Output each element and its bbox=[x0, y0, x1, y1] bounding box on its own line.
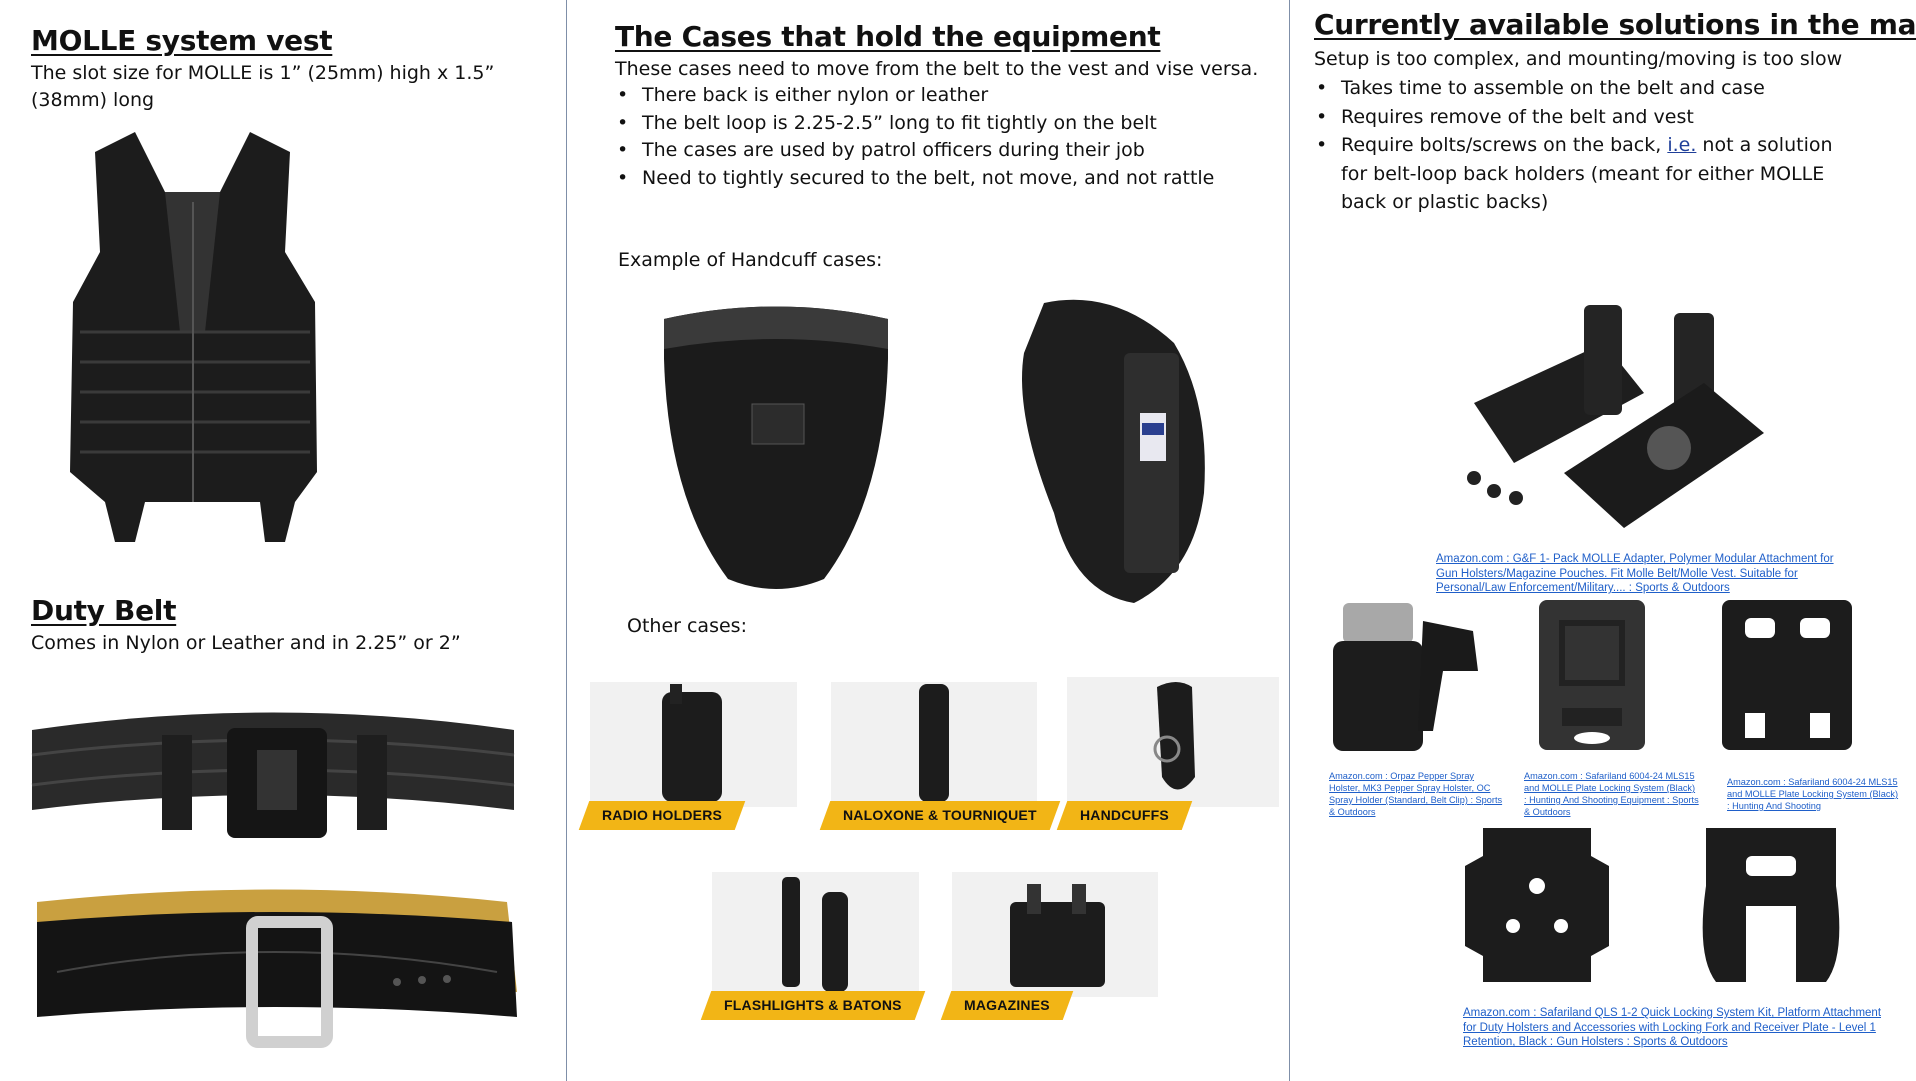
duty-belt-desc: Comes in Nylon or Leather and in 2.25” o… bbox=[31, 632, 461, 654]
vest-desc: The slot size for MOLLE is 1” (25mm) hig… bbox=[31, 62, 495, 84]
bullet-item: The belt loop is 2.25-2.5” long to fit t… bbox=[615, 110, 1214, 138]
case-label-naloxone-tourniquet: NALOXONE & TOURNIQUET bbox=[819, 801, 1061, 830]
cases-bullets: There back is either nylon or leather Th… bbox=[615, 82, 1214, 192]
naloxone-tourniquet-image bbox=[831, 682, 1037, 807]
other-cases-label: Other cases: bbox=[627, 615, 747, 637]
radio-holder-image bbox=[590, 682, 797, 807]
bullet-continuation: for belt-loop back holders (meant for ei… bbox=[1341, 162, 1825, 185]
ie-text: i.e. bbox=[1667, 134, 1697, 156]
vest-title: MOLLE system vest bbox=[31, 24, 333, 57]
qls-receiver-plate-image bbox=[1465, 828, 1609, 982]
molle-vest-image bbox=[70, 132, 317, 542]
gf-molle-adapter-image bbox=[1467, 305, 1764, 528]
bullet-item: Requires remove of the belt and vest bbox=[1314, 103, 1833, 132]
solutions-title: Currently available solutions in the mar… bbox=[1314, 8, 1916, 41]
safariland-molle-plate-image bbox=[1722, 600, 1852, 750]
gf-molle-adapter-link[interactable]: Amazon.com : G&F 1- Pack MOLLE Adapter, … bbox=[1436, 553, 1834, 594]
bullet-item: Need to tightly secured to the belt, not… bbox=[615, 165, 1214, 193]
orpaz-holster-link[interactable]: Amazon.com : Orpaz Pepper Spray Holster,… bbox=[1329, 771, 1503, 817]
bullet-item: The cases are used by patrol officers du… bbox=[615, 137, 1214, 165]
handcuff-cases-label: Example of Handcuff cases: bbox=[618, 249, 883, 271]
safariland-molle-plate-link[interactable]: Amazon.com : Safariland 6004-24 MLS15 an… bbox=[1727, 777, 1899, 811]
vest-desc-2: (38mm) long bbox=[31, 89, 155, 111]
bullet-continuation: back or plastic backs) bbox=[1341, 191, 1549, 213]
safariland-mls15-link[interactable]: Amazon.com : Safariland 6004-24 MLS15 an… bbox=[1524, 771, 1699, 817]
duty-belt-title: Duty Belt bbox=[31, 594, 177, 627]
flashlights-batons-image bbox=[712, 872, 919, 997]
column-divider bbox=[1289, 0, 1290, 1081]
solutions-bullets: Takes time to assemble on the belt and c… bbox=[1314, 74, 1833, 217]
cases-intro: These cases need to move from the belt t… bbox=[615, 58, 1259, 80]
column-divider bbox=[566, 0, 567, 1081]
leather-belt-image bbox=[37, 889, 517, 1048]
cases-title: The Cases that hold the equipment bbox=[615, 20, 1161, 53]
nylon-handcuff-case-image bbox=[1022, 299, 1205, 603]
case-label-radio-holders: RADIO HOLDERS bbox=[578, 801, 746, 830]
orpaz-pepper-spray-holster-image bbox=[1333, 603, 1478, 751]
bullet-item: There back is either nylon or leather bbox=[615, 82, 1214, 110]
leather-handcuff-case-image bbox=[664, 306, 888, 589]
qls-kit-link[interactable]: Amazon.com : Safariland QLS 1-2 Quick Lo… bbox=[1463, 1007, 1882, 1048]
safariland-mls15-image bbox=[1539, 600, 1645, 750]
handcuffs-case-image bbox=[1067, 677, 1279, 807]
nylon-belt-image bbox=[31, 712, 515, 838]
bullet-item: Require bolts/screws on the back, i.e. n… bbox=[1314, 131, 1833, 160]
case-label-magazines: MAGAZINES bbox=[940, 991, 1074, 1020]
case-label-handcuffs: HANDCUFFS bbox=[1056, 801, 1193, 830]
qls-locking-fork-image bbox=[1702, 828, 1840, 982]
bullet-item: Takes time to assemble on the belt and c… bbox=[1314, 74, 1833, 103]
solutions-subtitle: Setup is too complex, and mounting/movin… bbox=[1314, 48, 1843, 70]
case-label-flashlights-batons: FLASHLIGHTS & BATONS bbox=[700, 991, 925, 1020]
magazines-case-image bbox=[952, 872, 1158, 997]
